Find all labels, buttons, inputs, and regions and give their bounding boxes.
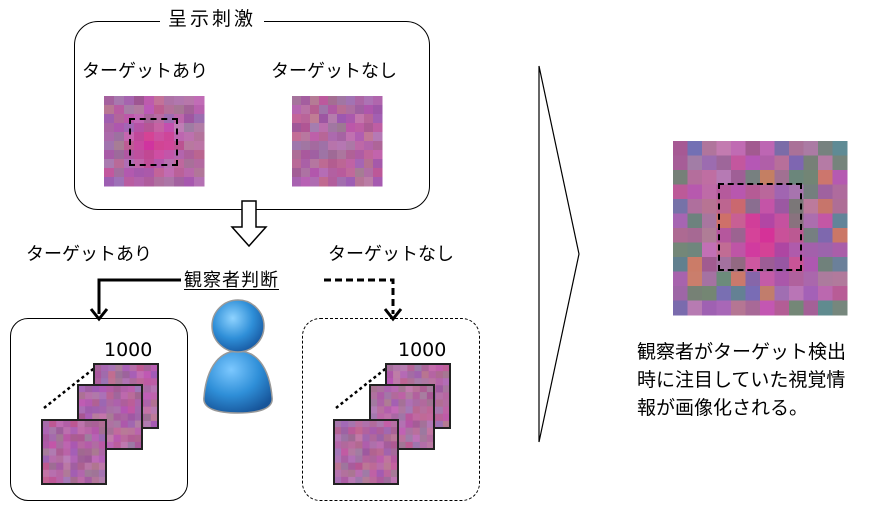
observer-person-icon (203, 299, 273, 414)
target-absent-label: ターゲットなし (271, 61, 397, 82)
no-stack-image-front (333, 419, 399, 485)
no-branch-arrow (324, 278, 403, 322)
yes-branch-arrow (89, 278, 181, 322)
result-caption-line-2: 時に注目していた視覚情 (637, 369, 846, 391)
stimulus-panel-title: 呈示刺激 (160, 8, 265, 30)
no-stack-panel (302, 318, 480, 501)
yes-stack-connector (43, 365, 98, 409)
result-caption-line-3: 報が画像化される。 (637, 397, 809, 419)
no-stack-connector (335, 365, 390, 409)
result-caption-line-1: 観察者がターゲット検出 (637, 341, 847, 363)
no-stack-count: 1000 (398, 339, 447, 361)
target-present-label: ターゲットあり (82, 61, 208, 82)
response-yes-label: ターゲットあり (26, 244, 152, 265)
yes-stack-image-front (41, 419, 107, 485)
target-present-stimulus (104, 96, 205, 187)
down-arrow-icon (230, 200, 268, 248)
result-target-marker (718, 183, 802, 271)
result-arrow-icon (538, 65, 580, 443)
target-region-marker (129, 118, 178, 166)
classification-image (673, 141, 848, 316)
target-absent-stimulus (292, 96, 383, 187)
response-no-label: ターゲットなし (328, 244, 454, 265)
yes-stack-panel (10, 318, 188, 501)
yes-stack-count: 1000 (104, 339, 153, 361)
observer-judgment-label: 観察者判断 (184, 270, 279, 291)
